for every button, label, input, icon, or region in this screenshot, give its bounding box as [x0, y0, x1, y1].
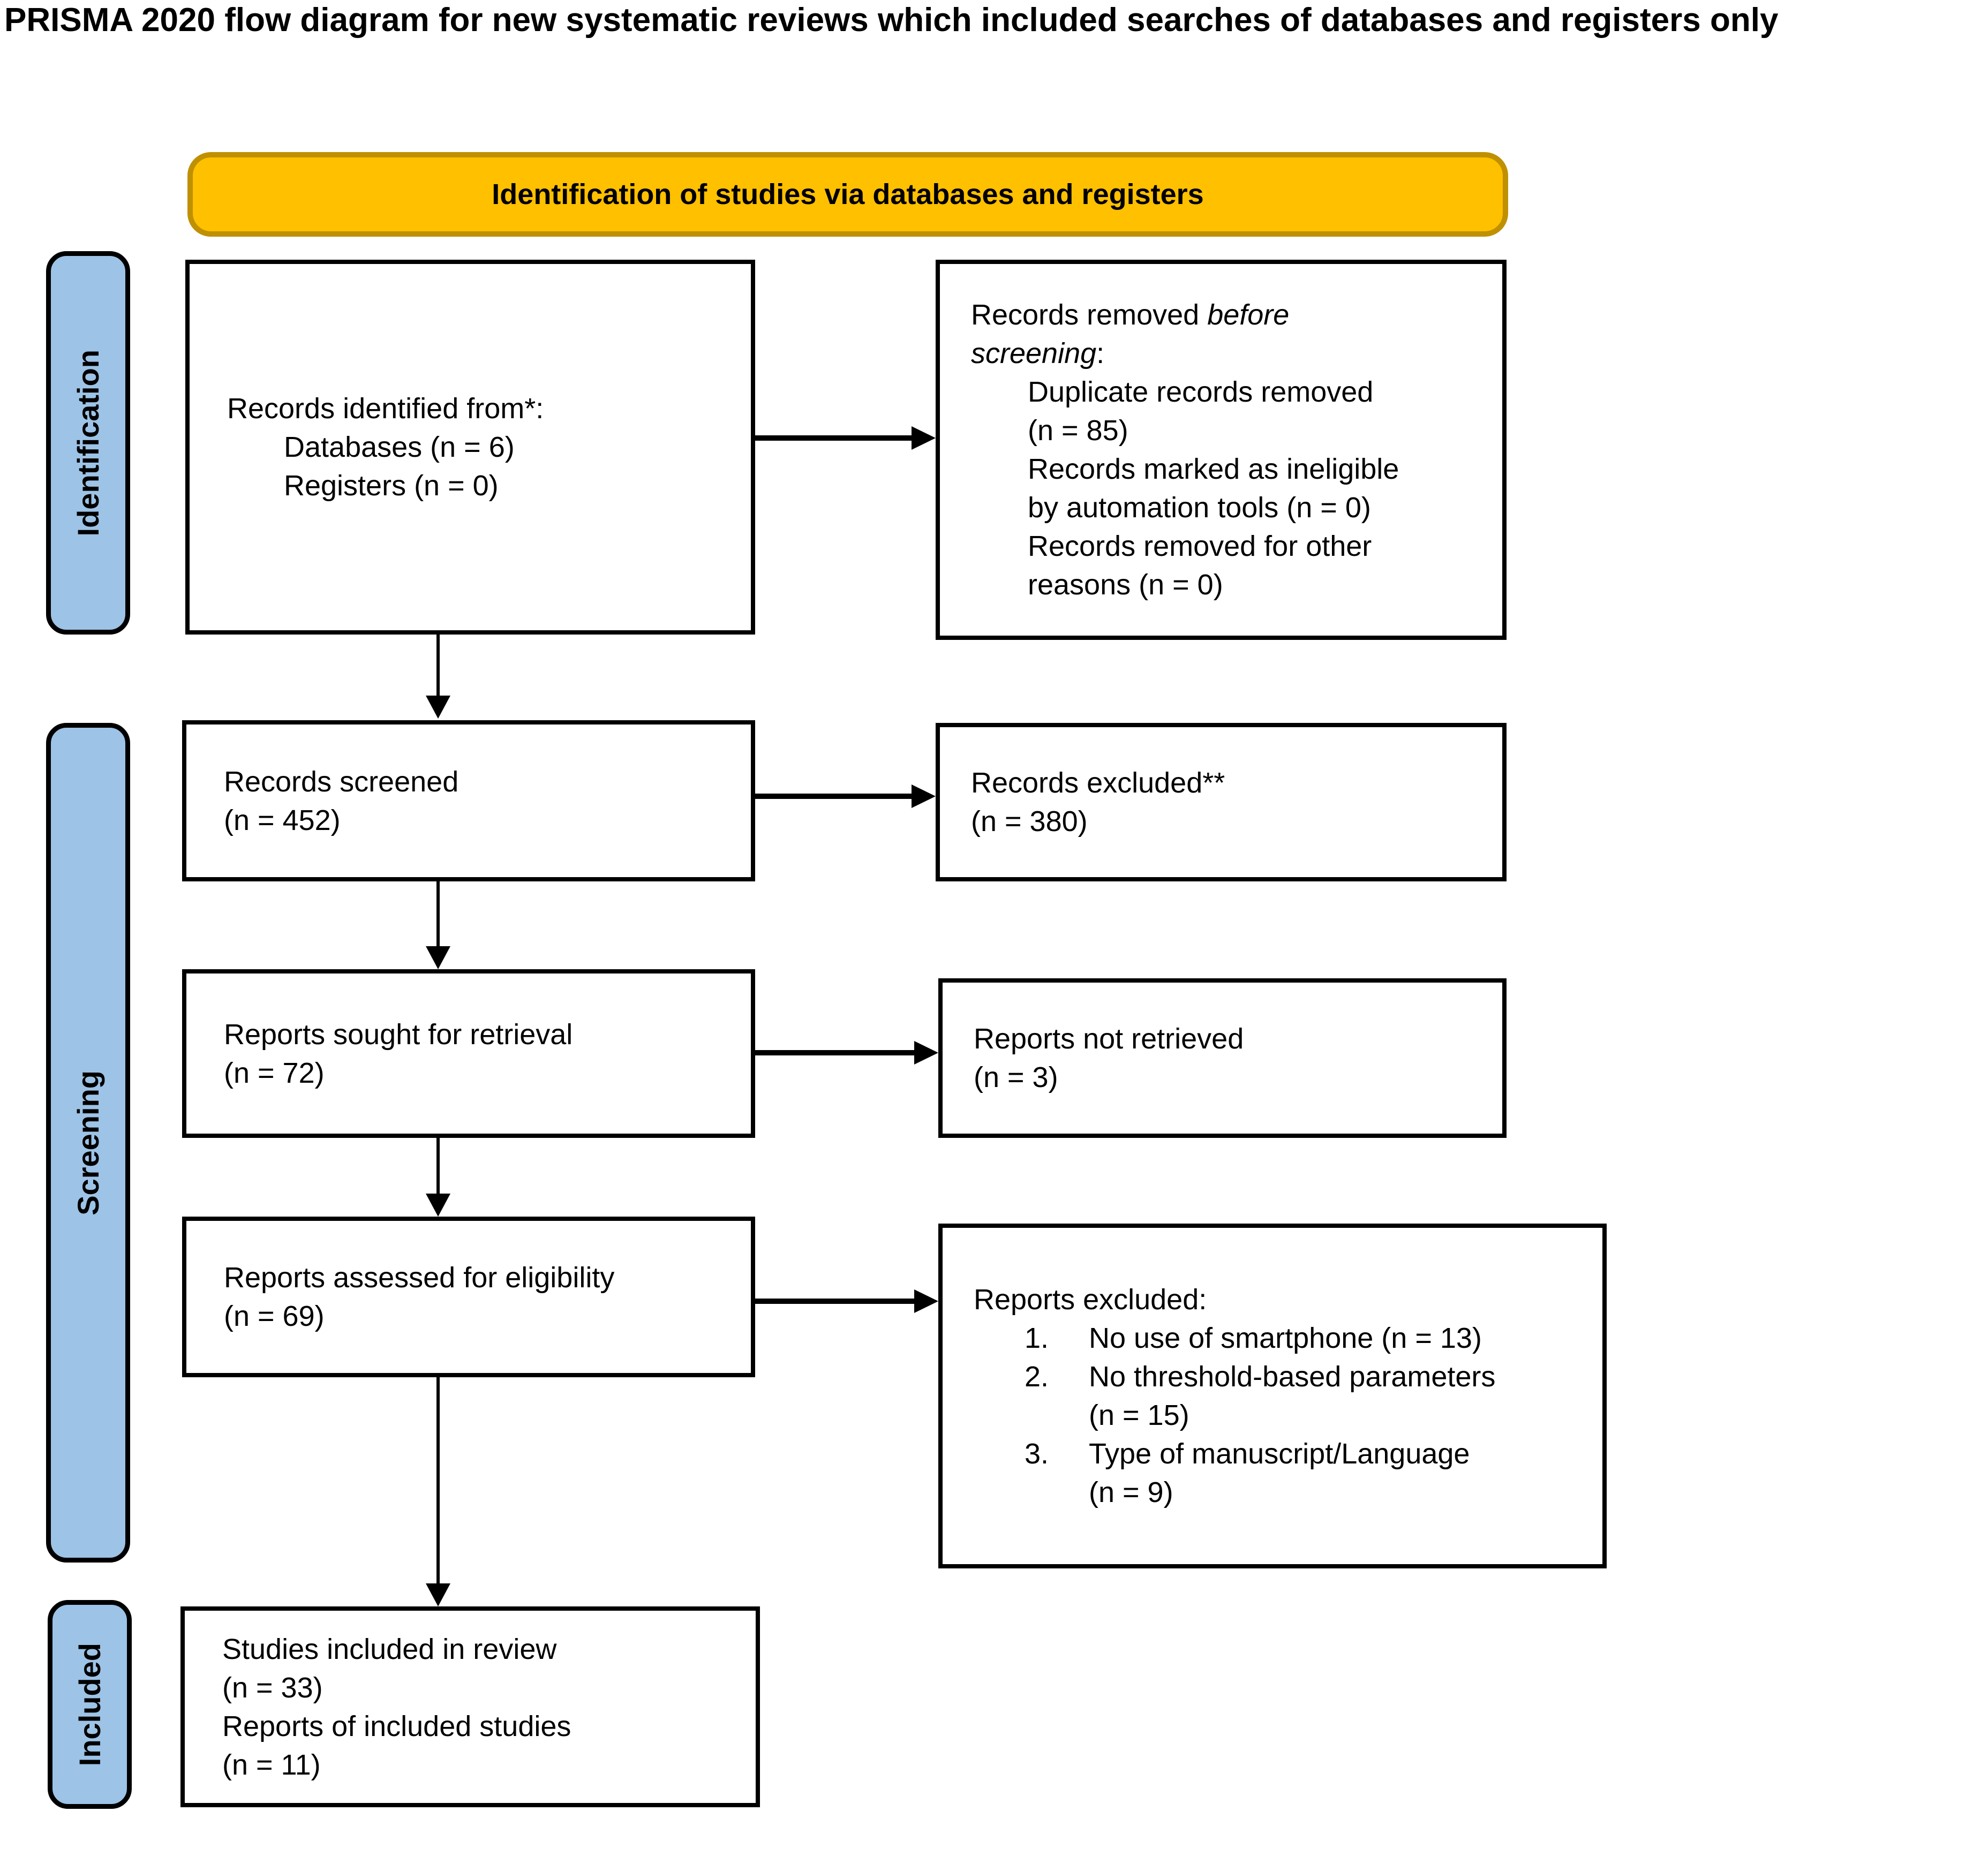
arrow-shaft: [436, 881, 440, 950]
records-removed-line2: screening:: [971, 334, 1502, 373]
text-line: (n = 33): [222, 1671, 323, 1704]
text-line: (n = 85): [1028, 414, 1128, 447]
text-line: Studies included in review: [222, 1633, 557, 1665]
box-studies-included-in-review: Studies included in review (n = 33) Report…: [180, 1606, 760, 1807]
box-reports-sought-for-retrieval: Reports sought for retrieval (n = 72): [182, 969, 755, 1138]
stage-label-included: Included: [48, 1600, 132, 1809]
text-line: Records marked as ineligible: [1028, 453, 1399, 485]
arrow-shaft: [755, 1299, 918, 1304]
text-line: (n = 15): [1089, 1399, 1189, 1431]
arrow-down-head: [426, 1194, 450, 1217]
arrow-reports-sought-to-reports-assessed: [426, 1138, 450, 1217]
box-records-excluded: Records excluded** (n = 380): [936, 723, 1507, 881]
reports-excluded-item-1-text: No use of smartphone (n = 13): [1089, 1319, 1602, 1357]
arrow-right-head: [912, 784, 936, 808]
reports-excluded-item-3: 3. Type of manuscript/Language (n = 9): [974, 1435, 1602, 1512]
records-identified-sublines: Databases (n = 6) Registers (n = 0): [227, 428, 751, 505]
text-line: (n = 9): [1089, 1476, 1173, 1508]
text-line: Records removed for other: [1028, 530, 1372, 562]
text-line: Reports assessed for eligibility: [224, 1262, 615, 1294]
text-line: (n = 69): [224, 1300, 325, 1332]
arrow-down-head: [426, 696, 450, 719]
text-line: Records screened: [224, 765, 459, 798]
reports-excluded-item-2: 2. No threshold-based parameters (n = 15): [974, 1357, 1602, 1435]
text-line: (n = 452): [224, 804, 341, 836]
arrow-records-identified-to-records-removed: [755, 426, 936, 450]
records-removed-line1: Records removed before: [971, 296, 1502, 334]
text-line: Reports sought for retrieval: [224, 1018, 573, 1051]
text-line: Duplicate records removed: [1028, 376, 1374, 408]
arrow-records-identified-to-records-screened: [426, 633, 450, 719]
text-line: Records excluded**: [971, 767, 1225, 799]
records-removed-line1-prefix: Records removed: [971, 299, 1208, 331]
stage-label-included-text: Included: [73, 1642, 107, 1767]
arrow-records-screened-to-reports-sought: [426, 881, 450, 969]
arrow-shaft: [755, 435, 915, 441]
text-line: Reports of included studies: [222, 1710, 571, 1742]
box-records-identified: Records identified from*: Databases (n =…: [185, 260, 755, 635]
page-title: PRISMA 2020 flow diagram for new systema…: [4, 2, 1779, 39]
records-removed-line2-suffix: :: [1096, 337, 1105, 369]
banner-identification-of-studies: Identification of studies via databases …: [187, 152, 1508, 237]
arrow-reports-sought-to-reports-not-retrieved: [755, 1041, 938, 1065]
arrow-down-head: [426, 946, 450, 969]
records-identified-heading: Records identified from*:: [227, 393, 544, 425]
arrow-right-head: [914, 1041, 938, 1065]
arrow-right-head: [914, 1289, 938, 1313]
records-removed-line2-italic: screening: [971, 337, 1097, 369]
text-line: Reports not retrieved: [974, 1023, 1244, 1055]
text-line: reasons (n = 0): [1028, 569, 1223, 601]
arrow-reports-assessed-to-studies-included: [426, 1377, 450, 1606]
text-line: Databases (n = 6): [284, 431, 515, 463]
arrow-shaft: [436, 1377, 440, 1587]
arrow-reports-assessed-to-reports-excluded: [755, 1289, 938, 1313]
text-line: (n = 380): [971, 805, 1088, 837]
arrow-shaft: [436, 633, 440, 699]
reports-excluded-item-3-text: Type of manuscript/Language (n = 9): [1089, 1435, 1602, 1512]
text-line: by automation tools (n = 0): [1028, 492, 1371, 524]
box-reports-excluded: Reports excluded: 1. No use of smartphon…: [938, 1224, 1607, 1568]
records-removed-sublines: Duplicate records removed (n = 85) Records…: [971, 373, 1502, 604]
stage-label-screening: Screening: [46, 723, 130, 1563]
records-removed-line1-italic: before: [1207, 299, 1290, 331]
arrow-records-screened-to-records-excluded: [755, 784, 936, 808]
stage-label-identification-text: Identification: [71, 349, 105, 537]
stage-label-screening-text: Screening: [71, 1070, 105, 1216]
reports-excluded-item-3-number: 3.: [1025, 1438, 1049, 1470]
box-reports-not-retrieved: Reports not retrieved (n = 3): [938, 978, 1507, 1138]
box-reports-assessed-for-eligibility: Reports assessed for eligibility (n = 69): [182, 1217, 755, 1377]
arrow-down-head: [426, 1583, 450, 1606]
text-line: (n = 11): [222, 1748, 321, 1781]
text-line: Type of manuscript/Language: [1089, 1438, 1470, 1470]
reports-excluded-item-2-text: No threshold-based parameters (n = 15): [1089, 1357, 1602, 1435]
arrow-shaft: [436, 1138, 440, 1197]
arrow-shaft: [755, 794, 915, 799]
text-line: No use of smartphone (n = 13): [1089, 1322, 1482, 1354]
stage-label-identification: Identification: [46, 251, 130, 635]
text-line: (n = 72): [224, 1056, 325, 1089]
reports-excluded-heading: Reports excluded:: [974, 1284, 1207, 1316]
box-records-removed-before-screening: Records removed before screening: Duplic…: [936, 260, 1507, 640]
text-line: Registers (n = 0): [284, 470, 499, 502]
reports-excluded-item-1-number: 1.: [1025, 1322, 1049, 1354]
reports-excluded-item-2-number: 2.: [1025, 1361, 1049, 1393]
arrow-right-head: [912, 426, 936, 450]
text-line: (n = 3): [974, 1061, 1058, 1093]
arrow-shaft: [755, 1050, 918, 1055]
text-line: No threshold-based parameters: [1089, 1361, 1496, 1393]
reports-excluded-item-1: 1. No use of smartphone (n = 13): [974, 1319, 1602, 1357]
box-records-screened: Records screened (n = 452): [182, 720, 755, 881]
banner-label: Identification of studies via databases …: [492, 178, 1204, 210]
